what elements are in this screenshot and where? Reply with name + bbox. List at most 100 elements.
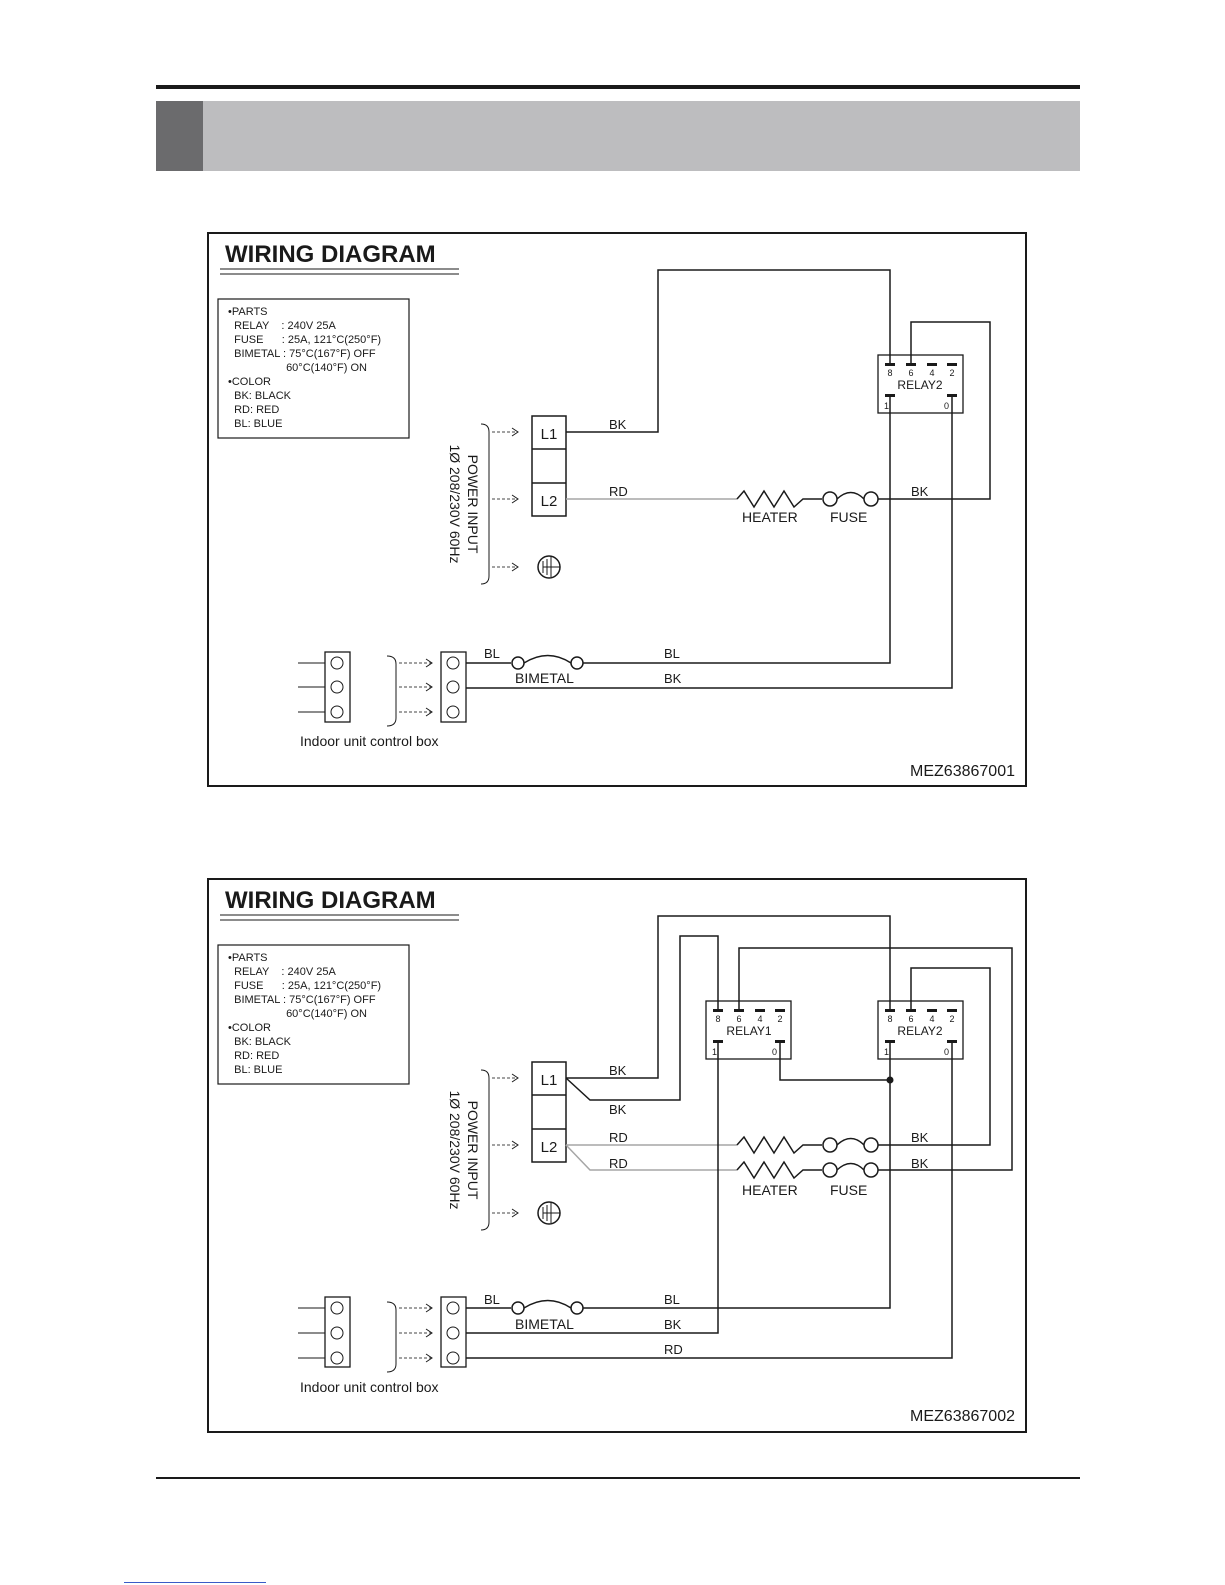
wire-ctrl-bl <box>583 397 891 664</box>
legend-line: BK: BLACK <box>228 390 292 402</box>
legend-line: 60°C(140°F) ON <box>228 362 367 374</box>
footer-link-underline[interactable] <box>124 1582 266 1583</box>
relay1: 8 6 4 2 RELAY1 1 0 <box>705 1000 792 1060</box>
ground-icon <box>537 1201 561 1225</box>
legend-line: RELAY : 240V 25A <box>228 320 336 332</box>
parts-legend <box>217 298 410 439</box>
svg-text:0: 0 <box>772 1047 777 1057</box>
fuse-icon <box>822 1137 879 1153</box>
legend-line: •PARTS <box>228 952 268 964</box>
indoor-connector <box>298 1296 351 1368</box>
diagram-title: WIRING DIAGRAM <box>225 241 436 268</box>
svg-text:4: 4 <box>929 1014 934 1024</box>
section-header-tab <box>156 101 203 171</box>
legend-line: BIMETAL : 75°C(167°F) OFF <box>228 994 376 1006</box>
legend-line: RD: RED <box>228 1050 279 1062</box>
wire-label-rd: RD <box>609 1156 628 1171</box>
relay2: 8 6 4 2 RELAY2 1 0 <box>877 1000 964 1060</box>
wire-l1-bk-a <box>566 915 891 1079</box>
heater-icon <box>736 1160 822 1180</box>
indoor-connector <box>298 651 351 723</box>
diagram-frame <box>207 878 1027 1433</box>
wire-label-bk: BK <box>664 1317 682 1332</box>
parts-legend-text: •PARTS RELAY : 240V 25A FUSE : 25A, 121°… <box>228 952 381 1076</box>
wire-heater-out-bk-a <box>878 967 991 1146</box>
svg-text:8: 8 <box>887 1014 892 1024</box>
heater-icon <box>736 1135 822 1155</box>
legend-line: BL: BLUE <box>228 418 282 430</box>
legend-line: •COLOR <box>228 1022 271 1034</box>
svg-text:2: 2 <box>777 1014 782 1024</box>
wire-l2-rd-b <box>565 1144 737 1171</box>
wire-label-bk: BK <box>911 1156 929 1171</box>
relay2-label: RELAY2 <box>897 1024 942 1038</box>
control-box-label: Indoor unit control box <box>300 1379 439 1395</box>
wire-l1-bk-b <box>565 935 719 1101</box>
diagram-frame <box>207 232 1027 787</box>
power-input-brace <box>480 1069 490 1231</box>
wire-ctrl-bk <box>466 1043 719 1334</box>
unit-connector <box>440 651 467 723</box>
wire-ctrl-bl <box>583 1043 891 1309</box>
part-number: MEZ63867001 <box>910 763 1015 780</box>
legend-line: 60°C(140°F) ON <box>228 1008 367 1020</box>
legend-line: BK: BLACK <box>228 1036 292 1048</box>
svg-text:2: 2 <box>949 368 954 378</box>
parts-legend <box>217 944 410 1085</box>
svg-text:6: 6 <box>908 1014 913 1024</box>
svg-text:POWER INPUT: POWER INPUT <box>465 1101 481 1200</box>
ground-icon <box>537 555 561 579</box>
wire-label-bl: BL <box>664 1292 680 1307</box>
svg-text:6: 6 <box>908 368 913 378</box>
section-header-band <box>156 101 1080 171</box>
legend-line: •COLOR <box>228 376 271 388</box>
wire-label-bl: BL <box>664 646 680 661</box>
svg-text:1: 1 <box>884 1047 889 1057</box>
wire-l1-bk <box>566 269 891 433</box>
wire-label-rd: RD <box>609 484 628 499</box>
wire-heater-out-bk-b <box>738 947 1013 1171</box>
svg-text:1Ø 208/230V 60Hz: 1Ø 208/230V 60Hz <box>447 1090 463 1209</box>
wire-heater-out-bk <box>878 321 991 500</box>
fuse-icon <box>822 1162 879 1178</box>
unit-connector <box>440 1296 467 1368</box>
heater-label: HEATER <box>742 509 798 525</box>
fuse-label: FUSE <box>830 1182 867 1198</box>
svg-text:0: 0 <box>944 401 949 411</box>
heater-label: HEATER <box>742 1182 798 1198</box>
fuse-icon <box>822 491 879 507</box>
wire-ctrl-rd <box>466 1043 953 1359</box>
terminal-l2: L2 <box>541 493 558 510</box>
wire-label-bl: BL <box>484 646 500 661</box>
wiring-diagram-1: WIRING DIAGRAM •PARTS RELAY : 240V 25A F… <box>207 232 1027 787</box>
relay2: 8 6 4 2 RELAY2 1 0 <box>877 354 964 414</box>
part-number: MEZ63867002 <box>910 1408 1015 1425</box>
bimetal-icon <box>511 1299 584 1315</box>
terminal-block <box>531 1061 567 1163</box>
power-input-label: POWER INPUT 1Ø 208/230V 60Hz <box>447 444 481 563</box>
svg-text:0: 0 <box>944 1047 949 1057</box>
legend-line: BL: BLUE <box>228 1064 282 1076</box>
relay1-label: RELAY1 <box>726 1024 771 1038</box>
power-input-brace <box>480 423 490 585</box>
legend-line: FUSE : 25A, 121°C(250°F) <box>228 334 381 346</box>
wire-relay1-out <box>779 1043 890 1081</box>
svg-text:1: 1 <box>884 401 889 411</box>
parts-legend-text: •PARTS RELAY : 240V 25A FUSE : 25A, 121°… <box>228 306 381 430</box>
heater-icon <box>736 489 822 509</box>
terminal-l1: L1 <box>541 426 558 443</box>
top-rule <box>156 85 1080 89</box>
legend-line: RELAY : 240V 25A <box>228 966 336 978</box>
svg-text:8: 8 <box>887 368 892 378</box>
wire-label-bk: BK <box>911 1130 929 1145</box>
wire-label-bk: BK <box>609 417 627 432</box>
bimetal-label: BIMETAL <box>515 1316 574 1332</box>
power-input-label: POWER INPUT 1Ø 208/230V 60Hz <box>447 1090 481 1209</box>
legend-line: FUSE : 25A, 121°C(250°F) <box>228 980 381 992</box>
bottom-rule <box>156 1477 1080 1479</box>
legend-line: RD: RED <box>228 404 279 416</box>
relay2-label: RELAY2 <box>897 378 942 392</box>
bimetal-icon <box>511 654 584 670</box>
svg-text:4: 4 <box>757 1014 762 1024</box>
legend-line: BIMETAL : 75°C(167°F) OFF <box>228 348 376 360</box>
